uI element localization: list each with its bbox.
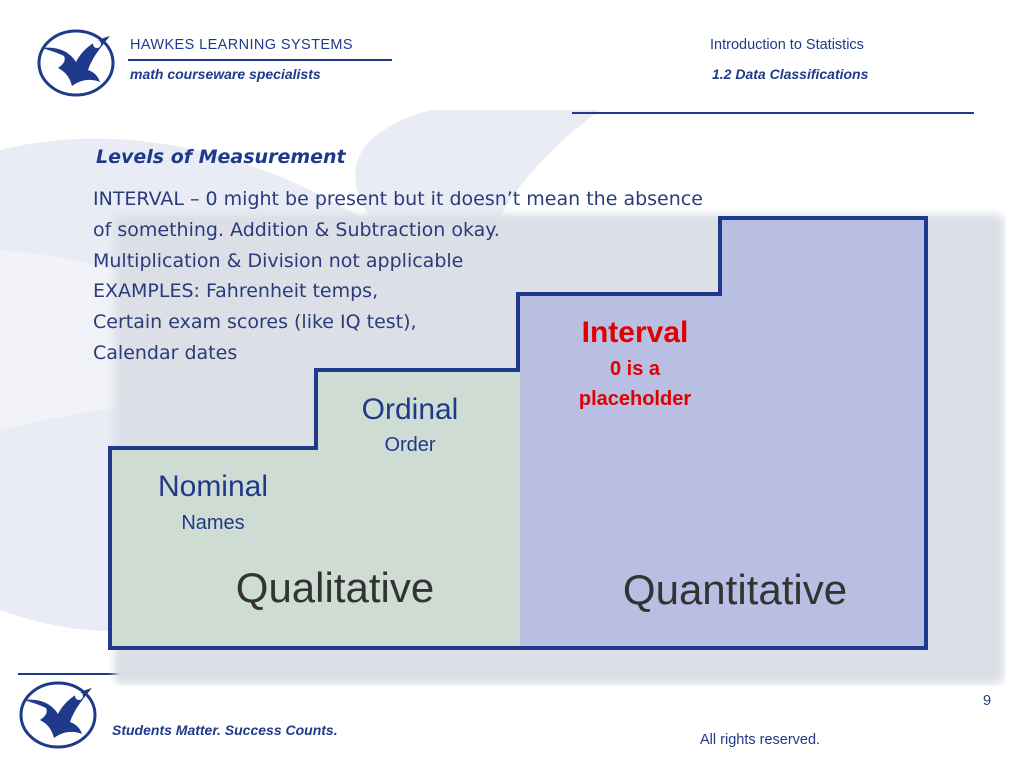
- quantitative-label: Quantitative: [622, 566, 848, 613]
- slide-body: INTERVAL – 0 might be present but it doe…: [93, 184, 793, 369]
- course-title: Introduction to Statistics: [710, 37, 864, 53]
- qualitative-region: [110, 370, 520, 648]
- interval-label: Interval: [581, 316, 689, 349]
- nominal-description: Names: [181, 512, 245, 534]
- body-line: Multiplication & Division not applicable: [93, 249, 464, 272]
- qualitative-label: Qualitative: [235, 564, 435, 611]
- body-line: of something. Addition & Subtraction oka…: [93, 218, 500, 241]
- body-line: Certain exam scores (like IQ test),: [93, 311, 417, 334]
- hawk-logo-icon: [19, 681, 97, 749]
- brand-divider: [128, 59, 392, 61]
- header-divider: [572, 112, 974, 114]
- ordinal-label: Ordinal: [361, 393, 459, 426]
- body-line: EXAMPLES: Fahrenheit temps,: [93, 280, 379, 303]
- ordinal-description: Order: [384, 434, 436, 456]
- brand-tagline: math courseware specialists: [130, 66, 321, 82]
- footer-rights: All rights reserved.: [700, 732, 821, 748]
- footer-motto: Students Matter. Success Counts.: [112, 722, 338, 738]
- slide-title: Levels of Measurement: [96, 146, 346, 168]
- page-number: 9: [983, 693, 992, 709]
- interval-description: placeholder: [578, 388, 692, 410]
- staircase-outline: [108, 216, 928, 650]
- levels-staircase-diagram: [108, 214, 1004, 684]
- hawk-logo-icon: [37, 29, 115, 97]
- quantitative-region: [520, 218, 926, 648]
- section-title: 1.2 Data Classifications: [712, 66, 869, 82]
- body-line: INTERVAL – 0 might be present but it doe…: [93, 188, 703, 210]
- nominal-label: Nominal: [157, 470, 269, 503]
- body-line: Calendar dates: [93, 341, 238, 364]
- brand-name: HAWKES LEARNING SYSTEMS: [130, 37, 353, 53]
- interval-description: 0 is a: [609, 358, 661, 380]
- footer-divider: [18, 673, 138, 675]
